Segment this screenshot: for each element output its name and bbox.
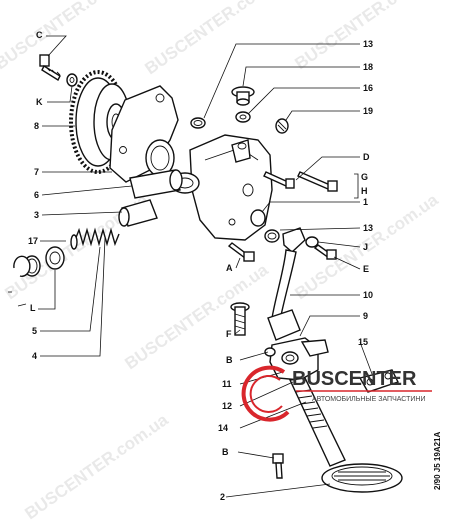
label-2: 2 <box>220 492 225 502</box>
buscenter-logo: BUSCENTER АВТОМОБИЛЬНЫЕ ЗАПЧАСТИНИ <box>241 365 432 422</box>
nut <box>264 347 276 357</box>
label-9: 9 <box>363 311 368 321</box>
label-d: D <box>363 152 370 162</box>
logo-tagline: АВТОМОБИЛЬНЫЕ ЗАПЧАСТИНИ <box>312 396 425 403</box>
drive-sleeve <box>129 169 183 199</box>
screw <box>313 244 337 260</box>
label-c: C <box>36 30 43 40</box>
washer <box>305 236 319 248</box>
circlip <box>13 255 31 277</box>
label-13-lower: 13 <box>363 223 373 233</box>
label-15: 15 <box>358 337 368 347</box>
label-5: 5 <box>32 326 37 336</box>
label-10: 10 <box>363 290 373 300</box>
watermark: BUSCENTER.com.ua <box>0 0 142 73</box>
spring <box>70 227 120 250</box>
bolt <box>227 242 255 262</box>
label-12: 12 <box>222 401 232 411</box>
label-18: 18 <box>363 62 373 72</box>
drawing-code: 2/90 J5 19A21A <box>433 432 442 490</box>
label-6: 6 <box>34 190 39 200</box>
label-4: 4 <box>32 351 37 361</box>
label-1: 1 <box>363 197 368 207</box>
label-g: G <box>361 172 368 182</box>
piston <box>118 199 158 227</box>
label-b-lower: B <box>222 447 229 457</box>
label-13: 13 <box>363 39 373 49</box>
washer <box>66 73 78 87</box>
pump-flange <box>109 85 179 183</box>
pump-body <box>170 134 273 241</box>
o-ring <box>264 229 280 243</box>
label-a: A <box>226 263 233 273</box>
leader-lines <box>17 35 373 498</box>
label-14: 14 <box>218 423 228 433</box>
washer <box>235 111 251 123</box>
bolt <box>263 171 295 189</box>
label-f: F <box>226 329 232 339</box>
o-ring <box>190 117 206 129</box>
logo-name: BUSCENTER <box>292 368 417 390</box>
oil-strainer <box>288 377 403 493</box>
label-3: 3 <box>34 210 39 220</box>
label-17: 17 <box>28 236 38 246</box>
label-7: 7 <box>34 167 39 177</box>
watermark: BUSCENTER.com.ua <box>121 260 272 373</box>
part-labels: C K 8 7 6 3 17 L 5 4 13 18 16 19 D G H 1… <box>28 30 373 502</box>
bolt <box>272 453 284 479</box>
oil-pipe <box>267 227 306 341</box>
watermark: BUSCENTER.com.ua <box>21 410 172 523</box>
plug <box>275 118 289 134</box>
seal-washer <box>45 246 65 270</box>
label-b-upper: B <box>226 355 233 365</box>
label-11: 11 <box>222 379 232 389</box>
label-h: H <box>361 186 368 196</box>
label-k: K <box>36 97 43 107</box>
label-16: 16 <box>363 83 373 93</box>
label-l: L <box>30 303 36 313</box>
watermark: BUSCENTER.com.ua <box>141 0 292 78</box>
cap <box>231 86 255 106</box>
label-j: J <box>363 242 368 252</box>
label-19: 19 <box>363 106 373 116</box>
bolt <box>230 302 250 336</box>
label-8: 8 <box>34 121 39 131</box>
support-bracket <box>358 369 399 393</box>
bolt <box>297 171 338 192</box>
pulley-bolt <box>39 54 61 82</box>
label-e: E <box>363 264 369 274</box>
